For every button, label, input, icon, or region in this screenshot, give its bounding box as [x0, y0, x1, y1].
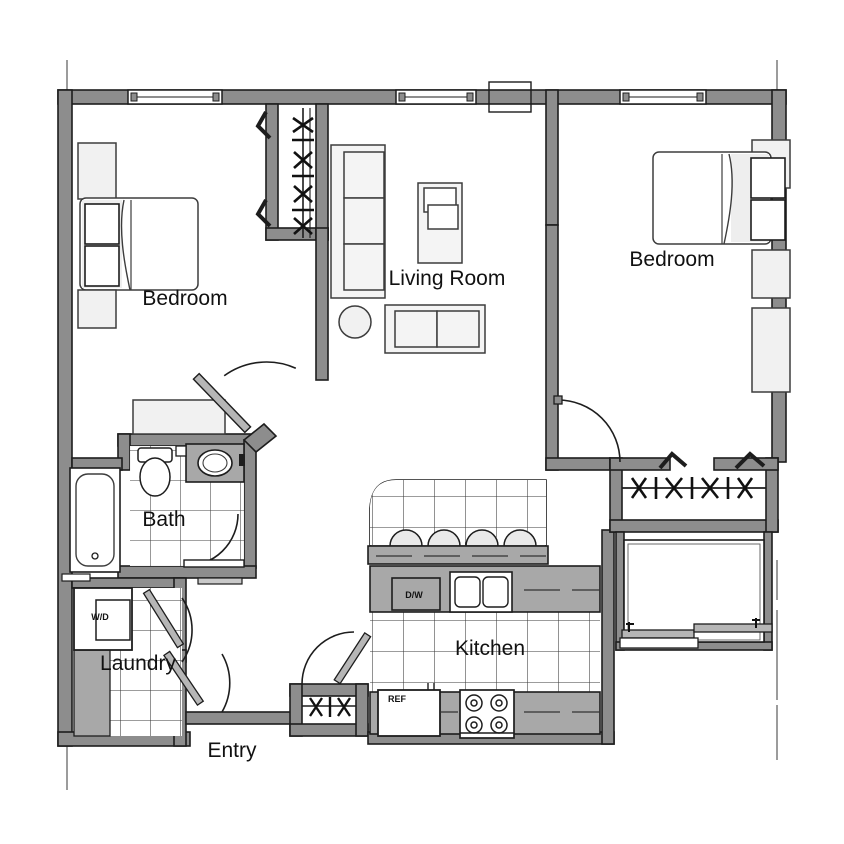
room-label-group: Bedroom Bedroom Living Room Bath Laundry…: [100, 248, 715, 762]
dresser-right: [751, 307, 791, 393]
door-entry-closet: [301, 631, 372, 685]
label-bath: Bath: [142, 508, 185, 531]
bathtub: [69, 467, 121, 573]
washer-dryer-unit: [73, 587, 133, 651]
living-room-furniture: [330, 144, 486, 354]
label-entry: Entry: [207, 739, 257, 762]
kitchen-double-sink: [449, 571, 513, 613]
loveseat-2seat: [384, 304, 486, 354]
refrigerator-unit: [377, 689, 441, 737]
faucet: [239, 454, 245, 466]
kitchen-base-run: [369, 683, 601, 739]
label-refrigerator: REF: [388, 694, 407, 704]
vanity-counter: [175, 443, 245, 483]
kitchen-room: [367, 479, 601, 739]
round-side-table: [338, 305, 372, 339]
windows-group: [61, 81, 707, 582]
bar-stool-1: [389, 529, 423, 547]
pillow-right-2: [750, 199, 786, 241]
door-bedroom-left: [192, 361, 297, 434]
bath-threshold: [197, 577, 243, 585]
bedroom-right-furniture: [652, 139, 791, 393]
bar-stool-4: [503, 529, 537, 547]
pillow-right-1: [750, 157, 786, 199]
bar-countertop: [367, 545, 549, 565]
pillow-left-1: [84, 203, 120, 245]
laundry-room: [73, 587, 193, 737]
closet-entry: [301, 631, 372, 717]
door-laundry: [142, 588, 193, 663]
label-bedroom-right: Bedroom: [629, 248, 714, 271]
door-entry: [163, 650, 231, 713]
bar-stool-3: [465, 529, 499, 547]
bath-room: [69, 399, 245, 585]
bath-vanity-mirror: [132, 399, 226, 435]
bifold-doors-right: [658, 451, 766, 470]
door-bath: [183, 513, 245, 568]
window-top-left: [127, 89, 223, 105]
label-dishwasher: D/W: [405, 590, 423, 600]
sliding-door-panel-left: [621, 629, 695, 639]
dishwasher-unit: [391, 577, 441, 611]
hvac-chase-box: [488, 81, 532, 113]
bifold-doors-left: [255, 111, 272, 228]
bar-stools: [389, 529, 537, 547]
tv-media-console: [417, 182, 463, 264]
dresser-left-upper: [77, 142, 117, 200]
toilet: [137, 447, 173, 497]
kitchen-counter-run: [369, 565, 601, 613]
sofa-3seat: [330, 144, 386, 299]
label-living-room: Living Room: [389, 267, 506, 290]
wall-structure: [57, 89, 787, 747]
doors-group: [163, 361, 621, 713]
window-top-right: [619, 89, 707, 105]
bar-stool-2: [427, 529, 461, 547]
closet-bedroom-right: [622, 451, 766, 499]
label-washer-dryer: W/D: [91, 612, 109, 622]
closet-bedroom-left: [255, 108, 314, 238]
bedroom-left-furniture: [77, 142, 199, 329]
sliding-door-panel-right: [693, 623, 773, 633]
pillow-left-2: [84, 245, 120, 287]
nightstand-left: [77, 289, 117, 329]
window-top-middle: [395, 89, 477, 105]
label-kitchen: Kitchen: [455, 637, 525, 660]
breakfast-bar: [367, 479, 549, 565]
appliance-label-group: W/D D/W REF: [91, 590, 423, 704]
window-laundry: [61, 573, 91, 582]
nightstand-right-lower: [751, 249, 791, 299]
balcony-patio: [619, 539, 773, 649]
label-laundry: Laundry: [100, 652, 176, 675]
door-bedroom-right: [553, 395, 621, 463]
range-cooktop: [459, 689, 515, 739]
property-line-guides: [66, 60, 778, 790]
tub-drain: [91, 552, 99, 560]
label-bedroom-left: Bedroom: [142, 287, 227, 310]
